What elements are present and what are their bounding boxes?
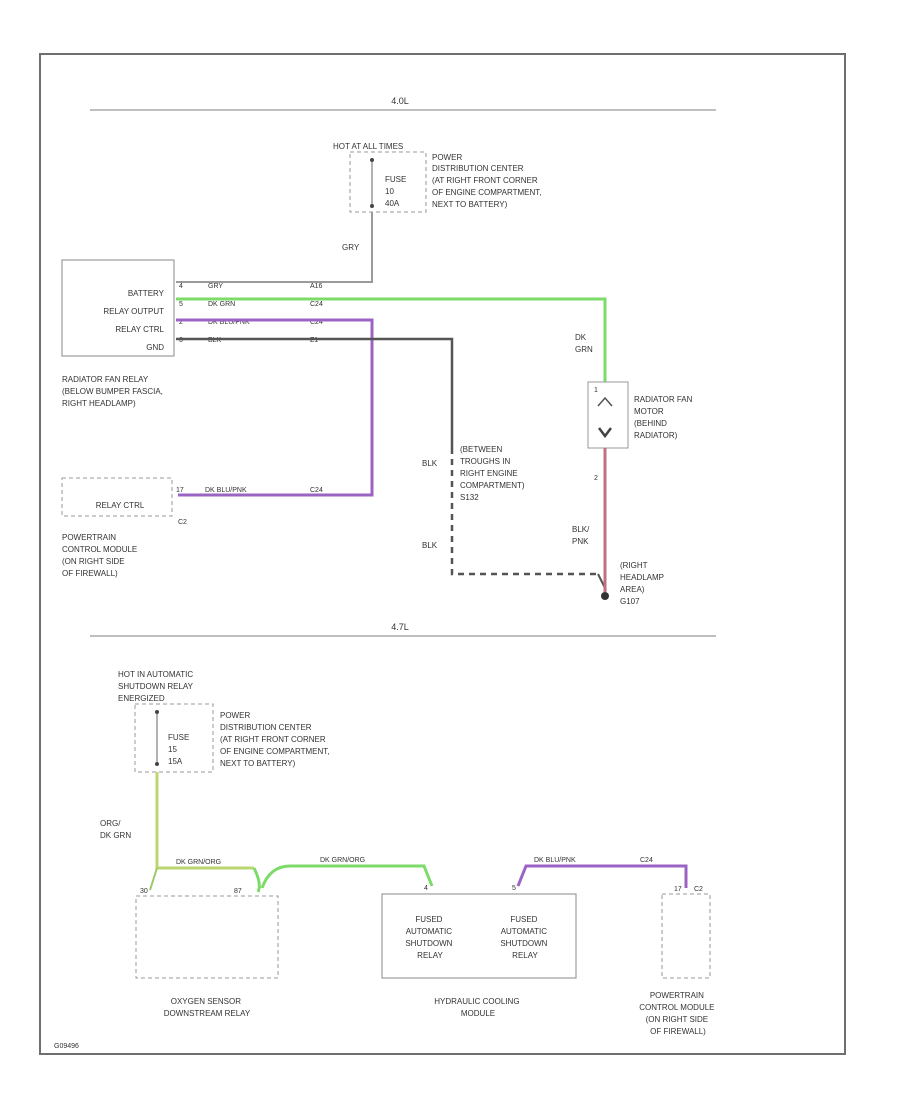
splice-wire-upper: BLK	[422, 459, 438, 468]
fuse-amps-top: 40A	[385, 199, 400, 208]
wire-green-relay-output	[176, 297, 607, 382]
relay-pin-num-4: 3	[179, 337, 183, 344]
motor-pin-bottom: 2	[594, 475, 598, 482]
pcm-top-box	[61, 477, 173, 517]
ground-point-g107	[601, 592, 609, 600]
oxygen-relay-desc: OXYGEN SENSOR DOWNSTREAM RELAY	[164, 997, 251, 1018]
pcm-top-pin: RELAY CTRL	[96, 501, 145, 510]
hcm-wire-label: DK GRN/ORG	[320, 857, 365, 864]
pcm-top-pin-number: 17	[176, 487, 184, 494]
relay-pin-output: RELAY OUTPUT	[103, 307, 164, 316]
motor-desc: RADIATOR FAN MOTOR (BEHIND RADIATOR)	[634, 395, 695, 440]
fuse-number-top: 10	[385, 187, 394, 196]
pcm-wire-label: DK BLU/PNK	[534, 857, 576, 864]
motor-connector-icon	[598, 427, 612, 439]
pcm-bottom-desc: POWERTRAIN CONTROL MODULE (ON RIGHT SIDE…	[639, 991, 717, 1036]
relay-wire-color-2: DK GRN	[208, 301, 235, 308]
diagram-frame	[39, 53, 846, 1055]
pdc-fuse-box-bottom	[134, 703, 214, 773]
wire-black-ground	[176, 337, 454, 448]
fuse-amps-bottom: 15A	[168, 757, 183, 766]
hot-at-all-times-label: HOT AT ALL TIMES	[333, 142, 403, 151]
pcm-top-desc: POWERTRAIN CONTROL MODULE (ON RIGHT SIDE…	[62, 533, 140, 578]
hcm-desc: HYDRAULIC COOLING MODULE	[434, 997, 522, 1018]
fuse-label-bottom: FUSE	[168, 733, 189, 742]
relay-circuit-1: A16	[310, 283, 323, 290]
ground-desc: (RIGHT HEADLAMP AREA) G107	[620, 561, 666, 606]
relay-pin-num-2: 5	[179, 301, 183, 308]
oxygen-relay-box	[135, 895, 279, 979]
motor-arrow-icon	[597, 396, 613, 407]
oxygen-relay-pin-left: 30	[140, 888, 148, 895]
relay-pin-num-1: 4	[179, 283, 183, 290]
fuse-terminal-top-upper	[370, 158, 374, 162]
wire-green-osr-drop	[149, 867, 158, 891]
hcm-pin-left: 4	[424, 885, 428, 892]
splice-wire-lower: BLK	[422, 541, 438, 550]
hcm-box	[381, 893, 577, 979]
pcm-bottom-box	[661, 893, 711, 979]
wire-gray-supply	[176, 212, 373, 283]
fuse-number-bottom: 15	[168, 745, 177, 754]
relay-wire-color-4: BLK	[208, 337, 222, 344]
hcm-left-box-text: FUSED AUTOMATIC SHUTDOWN RELAY	[405, 915, 454, 960]
motor-wire-in-label: DK GRN	[575, 333, 593, 354]
fuse-terminal-top-lower	[370, 204, 374, 208]
oxygen-relay-pin-right: 87	[234, 888, 242, 895]
wire-gray-supply-label: GRY	[342, 243, 360, 252]
splice-desc: (BETWEEN TROUGHS IN RIGHT ENGINE COMPART…	[460, 445, 527, 502]
wire-purple-hcm-to-pcm	[516, 864, 688, 888]
wire-purple-relay-ctrl	[176, 318, 374, 497]
wire-green-osr-to-hcm	[252, 864, 434, 893]
relay-pin-ctrl: RELAY CTRL	[115, 325, 164, 334]
pdc-desc-top: POWER DISTRIBUTION CENTER (AT RIGHT FRON…	[432, 153, 544, 209]
fuse-terminal-bottom-lower	[155, 762, 159, 766]
relay-circuit-3: C24	[310, 319, 323, 326]
pcm-top-circuit: C24	[310, 487, 323, 494]
asd-supply-wire-label: ORG/ DK GRN	[100, 819, 131, 840]
hot-in-asd-label: HOT IN AUTOMATIC SHUTDOWN RELAY ENERGIZE…	[118, 670, 195, 703]
relay-pin-gnd: GND	[146, 343, 164, 352]
section-label-top: 4.0L	[391, 96, 409, 106]
fuse-terminal-bottom-upper	[155, 710, 159, 714]
relay-circuit-4: Z1	[310, 337, 318, 344]
relay-wire-color-1: GRY	[208, 283, 223, 290]
pcm-top-wire: DK BLU/PNK	[205, 487, 247, 494]
radiator-fan-relay-desc: RADIATOR FAN RELAY (BELOW BUMPER FASCIA,…	[62, 375, 165, 408]
pcm-bottom-pin: 17	[674, 886, 682, 893]
relay-wire-color-3: DK BLU/PNK	[208, 319, 250, 326]
relay-pin-battery: BATTERY	[128, 289, 165, 298]
figure-id: G09496	[54, 1043, 79, 1050]
wire-black-ground-dashed	[450, 448, 598, 576]
hcm-pin-right: 5	[512, 885, 516, 892]
fuse-label-top: FUSE	[385, 175, 406, 184]
relay-circuit-2: C24	[310, 301, 323, 308]
motor-wire-out-label: BLK/ PNK	[572, 525, 592, 546]
section-label-bottom: 4.7L	[391, 622, 409, 632]
pcm-top-connector: C2	[178, 519, 187, 526]
hcm-right-box-text: FUSED AUTOMATIC SHUTDOWN RELAY	[500, 915, 549, 960]
osr-wire-label: DK GRN/ORG	[176, 859, 221, 866]
radiator-fan-relay-box	[61, 259, 175, 357]
relay-pin-num-3: 2	[179, 319, 183, 326]
motor-pin-top: 1	[594, 387, 598, 394]
pdc-desc-bottom: POWER DISTRIBUTION CENTER (AT RIGHT FRON…	[220, 711, 332, 768]
pcm-bottom-connector: C2	[694, 886, 703, 893]
radiator-fan-motor-box	[587, 381, 629, 449]
pcm-circuit-label: C24	[640, 857, 653, 864]
wire-lime-supply	[155, 772, 254, 870]
pdc-fuse-box-top	[349, 151, 427, 213]
